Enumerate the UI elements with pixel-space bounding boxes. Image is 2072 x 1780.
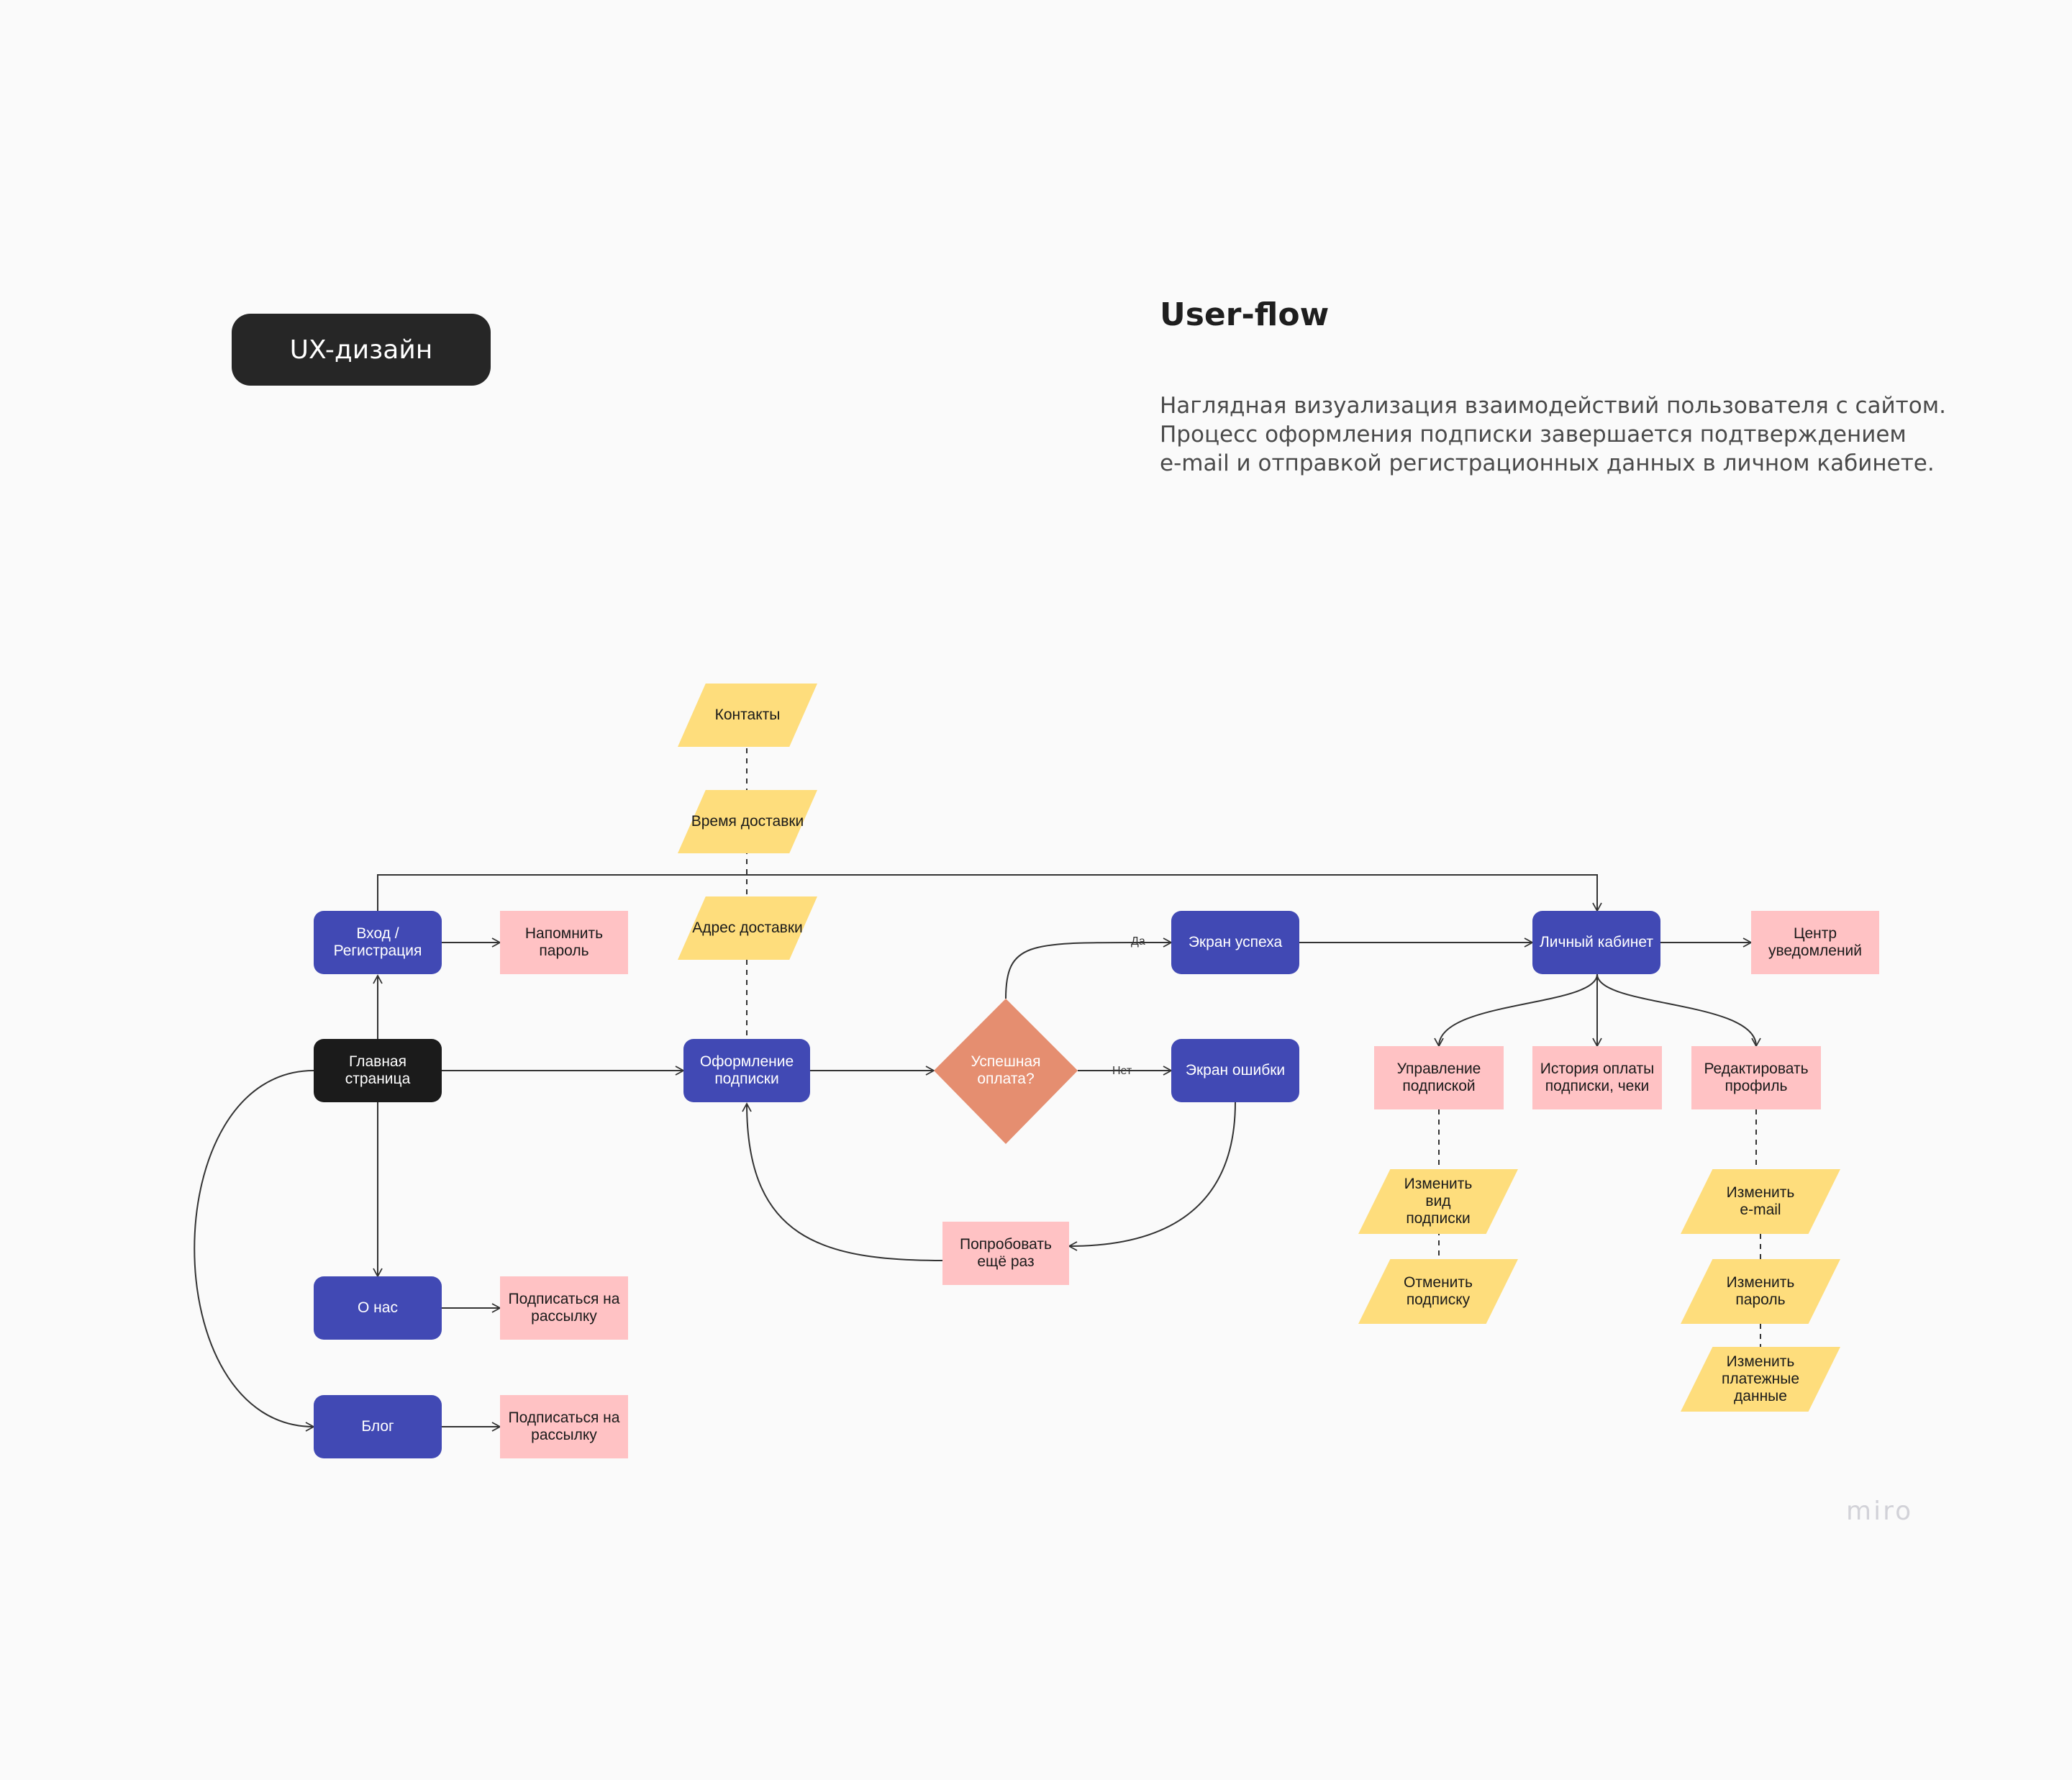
page-title: User-flow <box>1160 296 1330 333</box>
node-change-payment-data[interactable]: Изменить платежные данные <box>1681 1347 1840 1412</box>
node-cancel-subscription[interactable]: Отменить подписку <box>1358 1259 1518 1324</box>
description-line: e-mail и отправкой регистрационных данны… <box>1160 450 1935 476</box>
node-blog-subscribe[interactable]: Подписаться на рассылку <box>500 1395 628 1458</box>
node-checkout[interactable]: Оформление подписки <box>683 1039 810 1102</box>
decision-diamond <box>934 999 1078 1144</box>
node-retry[interactable]: Попробовать ещё раз <box>942 1222 1069 1285</box>
node-contacts[interactable]: Контакты <box>678 684 817 747</box>
node-personal-account[interactable]: Личный кабинет <box>1532 911 1660 974</box>
ux-design-badge: UX-дизайн <box>232 314 491 386</box>
node-about[interactable]: О нас <box>314 1276 442 1340</box>
node-delivery-address-label: Адрес доставки <box>692 919 803 936</box>
node-about-subscribe[interactable]: Подписаться на рассылку <box>500 1276 628 1340</box>
node-delivery-time-label: Время доставки <box>691 813 804 830</box>
node-change-type-label: Изменить вид подписки <box>1404 1176 1473 1227</box>
node-home-page[interactable]: Главная страница <box>314 1039 442 1102</box>
edge-decision-success <box>1005 937 1173 999</box>
node-success-screen[interactable]: Экран успеха <box>1171 911 1299 974</box>
dashed-profile-options <box>1755 1109 1761 1347</box>
node-change-password[interactable]: Изменить пароль <box>1681 1259 1840 1324</box>
miro-logo: miro <box>1846 1497 1914 1526</box>
node-change-subscription-type[interactable]: Изменить вид подписки <box>1358 1169 1518 1234</box>
node-payment-history[interactable]: История оплаты подписки, чеки <box>1532 1046 1662 1109</box>
node-delivery-time[interactable]: Время доставки <box>678 790 817 853</box>
node-change-email-label: Изменить e-mail <box>1726 1184 1795 1218</box>
edge-label-no: Нет <box>1112 1065 1132 1077</box>
node-blog[interactable]: Блог <box>314 1395 442 1458</box>
edge-account-profile <box>1596 973 1761 1048</box>
node-error-screen[interactable]: Экран ошибки <box>1171 1039 1299 1102</box>
edge-retry-checkout <box>742 1102 943 1261</box>
node-contacts-label: Контакты <box>714 707 781 723</box>
edge-account-manage <box>1434 973 1598 1048</box>
node-notifications-center[interactable]: Центр уведомлений <box>1751 911 1879 974</box>
node-delivery-address[interactable]: Адрес доставки <box>678 896 817 960</box>
page-description: Наглядная визуализация взаимодействий по… <box>1160 391 1946 478</box>
edge-label-yes: Да <box>1131 935 1145 948</box>
node-edit-profile[interactable]: Редактировать профиль <box>1691 1046 1821 1109</box>
node-login-registration[interactable]: Вход / Регистрация <box>314 911 442 974</box>
node-change-password-label: Изменить пароль <box>1726 1274 1795 1308</box>
edge-home-blog <box>194 1070 315 1432</box>
node-change-email[interactable]: Изменить e-mail <box>1681 1169 1840 1234</box>
node-cancel-label: Отменить подписку <box>1404 1274 1473 1308</box>
node-change-payment-label: Изменить платежные данные <box>1721 1353 1800 1404</box>
description-line: Процесс оформления подписки завершается … <box>1160 422 1907 448</box>
edge-login-account <box>377 874 1602 912</box>
node-manage-subscription[interactable]: Управление подпиской <box>1374 1046 1504 1109</box>
edge-error-retry <box>1068 1102 1236 1251</box>
description-line: Наглядная визуализация взаимодействий по… <box>1160 393 1946 419</box>
decision-payment-label: Успешная оплата? <box>971 1053 1041 1087</box>
node-remind-password[interactable]: Напомнить пароль <box>500 911 628 974</box>
